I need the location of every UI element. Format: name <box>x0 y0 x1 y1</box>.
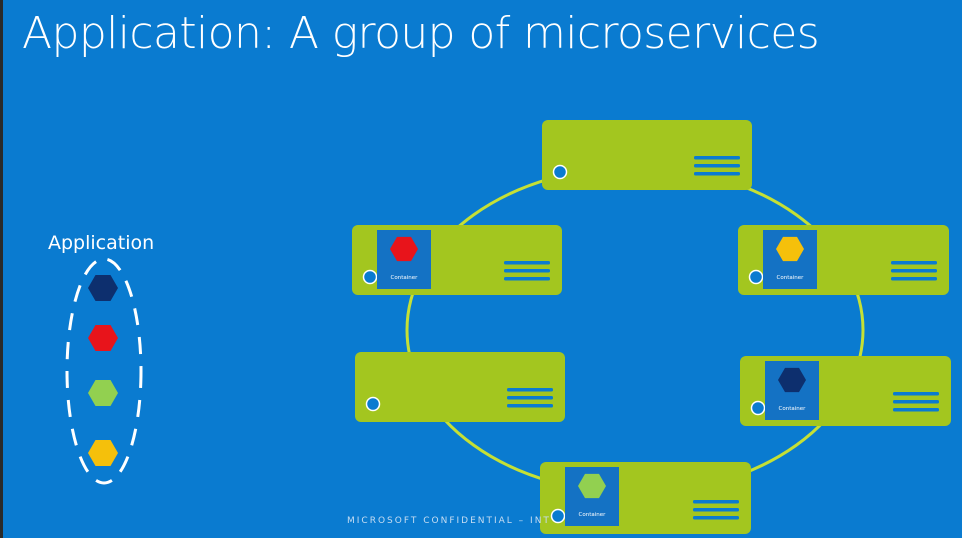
server-status-icon <box>550 508 566 524</box>
container-label: Container <box>779 406 807 412</box>
container-box: Container <box>763 230 817 289</box>
server-status-icon <box>552 164 568 180</box>
server-node-lower-left <box>355 352 565 422</box>
server-body <box>542 120 752 190</box>
server-node-top <box>542 120 752 190</box>
server-vent-icon <box>507 388 553 408</box>
server-status-icon <box>750 400 766 416</box>
hexagon-icon <box>776 236 804 262</box>
container-box: Container <box>765 361 819 420</box>
server-vent-icon <box>504 261 550 281</box>
hexagon-icon <box>578 473 606 499</box>
server-vent-icon <box>893 392 939 412</box>
application-label: Application <box>48 232 155 254</box>
confidential-footer: MICROSOFT CONFIDENTIAL – INT <box>347 516 551 526</box>
hexagon-icon <box>88 440 118 466</box>
application-services <box>88 275 118 466</box>
hexagon-icon <box>778 367 806 393</box>
container-box: Container <box>565 467 619 526</box>
server-vent-icon <box>891 261 937 281</box>
server-status-icon <box>362 269 378 285</box>
hexagon-icon <box>88 275 118 301</box>
server-body <box>355 352 565 422</box>
slide-title: Application: A group of microservices <box>22 8 820 59</box>
hexagon-icon <box>88 325 118 351</box>
server-node-upper-right: Container <box>738 225 949 295</box>
server-vent-icon <box>693 500 739 520</box>
server-vent-icon <box>694 156 740 176</box>
bottom-strip <box>0 538 962 541</box>
hexagon-icon <box>88 380 118 406</box>
container-label: Container <box>391 275 419 281</box>
container-label: Container <box>579 512 607 518</box>
server-node-upper-left: Container <box>352 225 562 295</box>
hexagon-icon <box>390 236 418 262</box>
application-boundary <box>65 257 143 485</box>
container-box: Container <box>377 230 431 289</box>
slide-left-edge <box>0 0 3 541</box>
server-node-bottom: Container <box>540 462 751 534</box>
server-status-icon <box>748 269 764 285</box>
server-status-icon <box>365 396 381 412</box>
cluster-ring <box>405 165 865 495</box>
server-node-lower-right: Container <box>740 356 951 426</box>
container-label: Container <box>777 275 805 281</box>
